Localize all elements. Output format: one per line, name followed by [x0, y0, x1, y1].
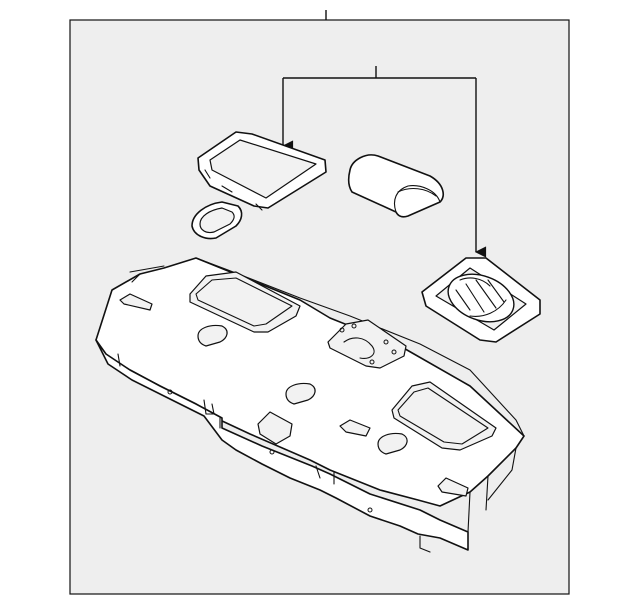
speaker-grille-right: [421, 257, 541, 343]
grille-ring: [447, 273, 515, 323]
speaker-grille-left: [197, 131, 327, 211]
grille-callout-bracket: [281, 66, 487, 258]
small-clip-cap: [191, 201, 243, 240]
high-mount-stop-lamp-cover: [347, 154, 444, 218]
package-tray-panel: [95, 257, 525, 553]
